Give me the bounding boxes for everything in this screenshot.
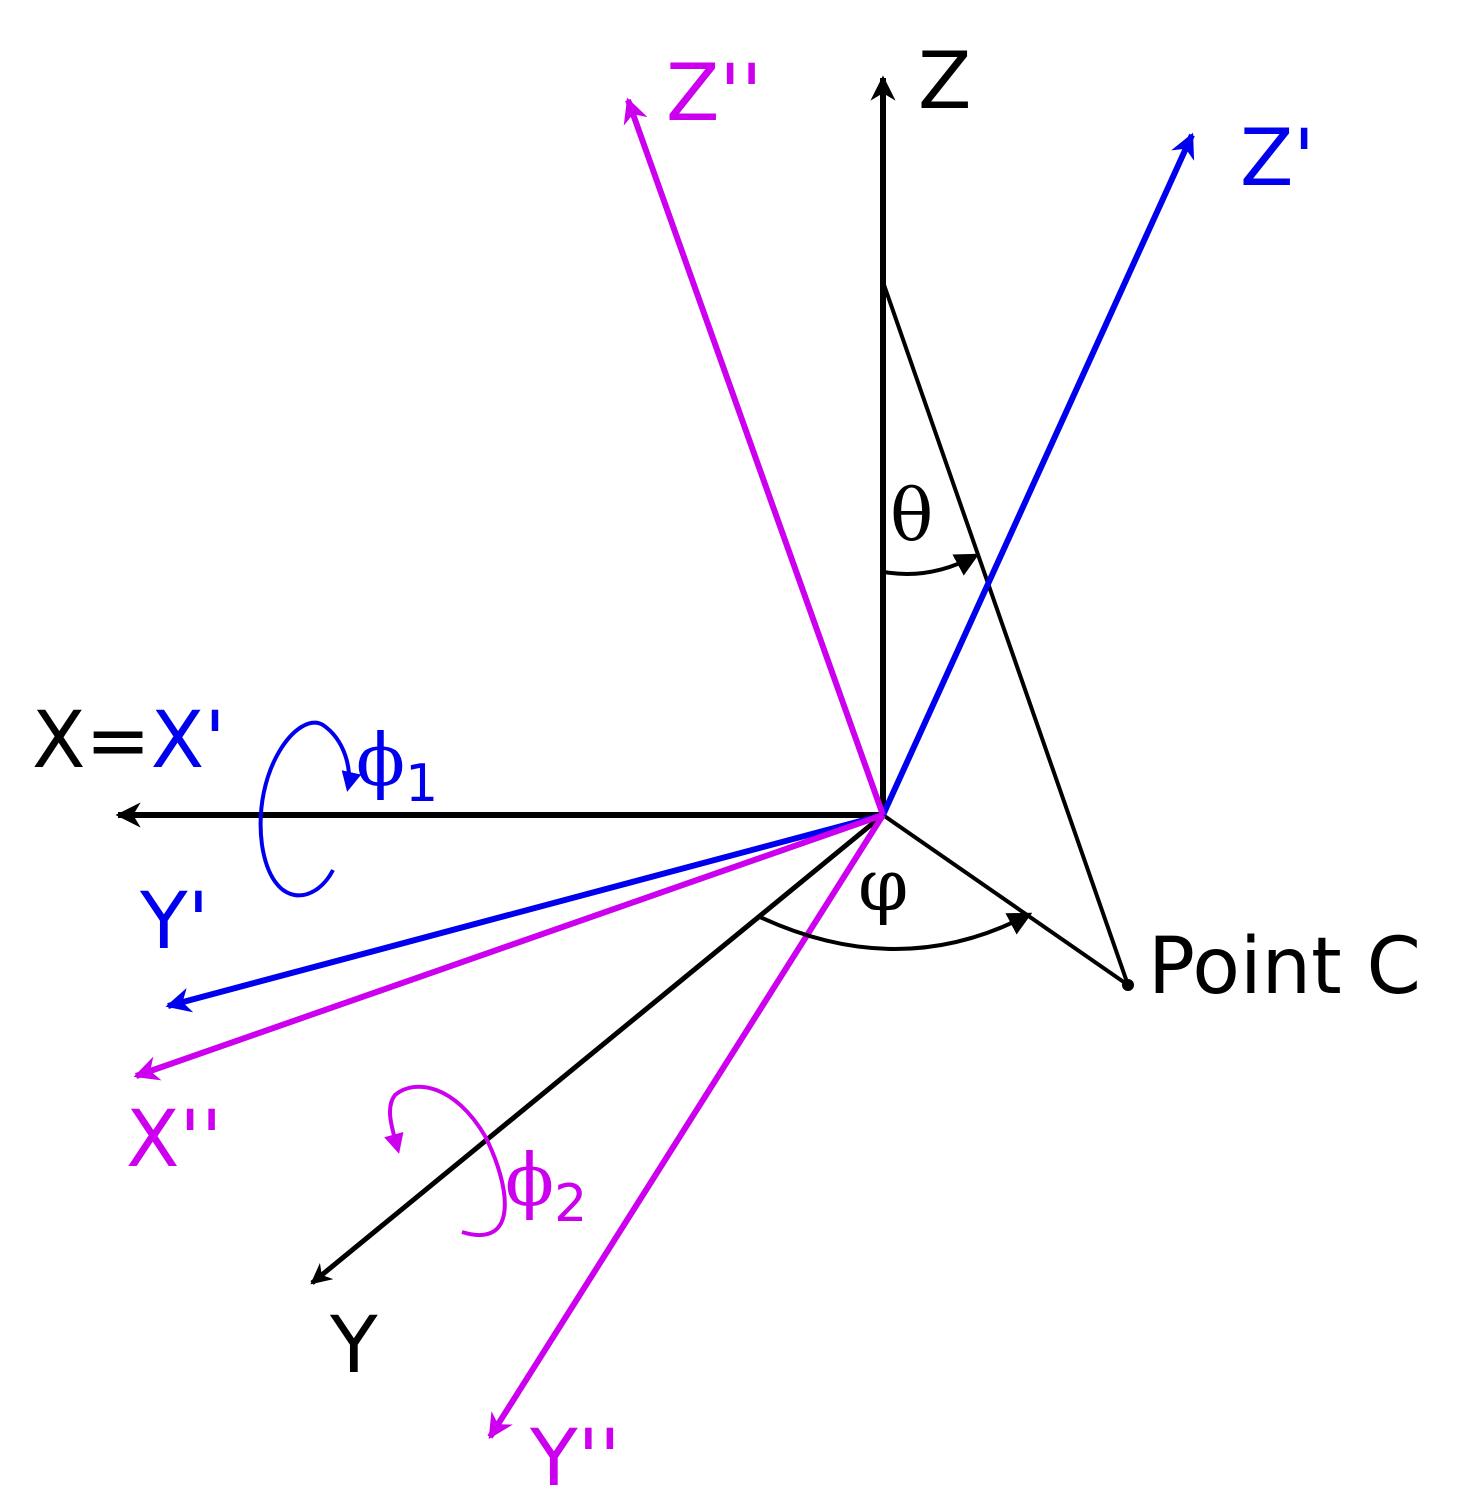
y-double-prime-label: Y'' [529, 1414, 621, 1503]
z-double-prime-label: Z'' [666, 49, 762, 139]
x-equals-label: X= [32, 696, 151, 786]
z-prime-label: Z' [1240, 114, 1315, 204]
phi2-label: ϕ2 [505, 1138, 587, 1234]
theta-label: θ [890, 473, 933, 557]
phi1-rotation-arrow [258, 720, 362, 898]
y-double-prime-axis [487, 813, 886, 1440]
x-prime-label: X' [151, 696, 226, 786]
z-label: Z [918, 37, 971, 127]
point-c-dot [1122, 979, 1134, 991]
y-label: Y [329, 1301, 378, 1391]
y-prime-axis [165, 812, 884, 1013]
phi2-symbol: ϕ [505, 1138, 554, 1222]
varphi-label: φ [858, 843, 908, 927]
z-double-prime-axis [623, 97, 886, 817]
phi1-subscript: 1 [405, 754, 438, 814]
y-axis [310, 813, 885, 1285]
phi2-subscript: 2 [554, 1174, 587, 1234]
point-c-label: Point C [1148, 922, 1421, 1012]
point-c-projection-line [881, 813, 1130, 987]
phi1-label: ϕ1 [356, 718, 438, 814]
phi1-symbol: ϕ [356, 718, 405, 802]
z-prime-axis [880, 132, 1195, 817]
point-c-to-z-line [881, 281, 1130, 986]
x-equals-x-prime-label: X=X' [32, 696, 226, 786]
y-prime-label: Y' [139, 877, 209, 967]
x-double-prime-label: X'' [126, 1095, 222, 1185]
varphi-arc [759, 912, 1033, 951]
phi2-rotation-arrow [384, 1084, 507, 1237]
x-double-prime-axis [133, 812, 884, 1081]
theta-arc [883, 553, 980, 576]
